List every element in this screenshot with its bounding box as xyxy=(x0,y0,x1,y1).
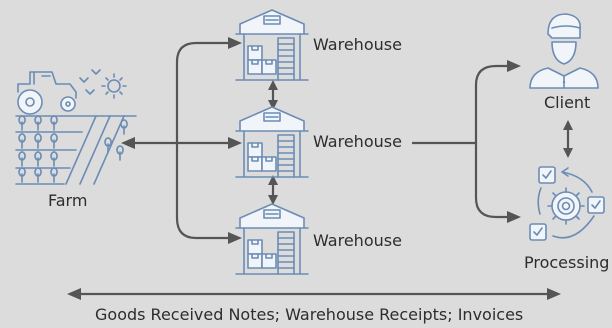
warehouse-bottom-label: Warehouse xyxy=(313,231,402,250)
warehouse-icon-top xyxy=(235,9,309,81)
arrowhead-bottom-warehouse xyxy=(228,232,242,244)
processing-label: Processing xyxy=(524,253,610,272)
arrowhead-down-3 xyxy=(563,148,573,158)
warehouse-icon-middle xyxy=(235,106,309,178)
arrowhead-bottom-right xyxy=(547,288,561,300)
arrowhead-up-1 xyxy=(268,80,278,90)
to-client-line xyxy=(474,64,510,143)
processing-icon xyxy=(529,166,605,241)
arrowhead-top-warehouse xyxy=(228,37,242,49)
warehouse-branch-line xyxy=(175,41,231,240)
warehouse-top-label: Warehouse xyxy=(313,35,402,54)
arrowhead-up-3 xyxy=(563,120,573,130)
arrowhead-processing xyxy=(507,211,521,223)
client-label: Client xyxy=(544,93,591,112)
footer-caption: Goods Received Notes; Warehouse Receipts… xyxy=(95,305,524,324)
client-icon xyxy=(529,13,599,89)
warehouse-middle-label: Warehouse xyxy=(313,132,402,151)
farm-label: Farm xyxy=(48,191,88,210)
arrowhead-down-2 xyxy=(268,195,278,205)
arrowhead-client xyxy=(507,60,521,72)
connector-arrows xyxy=(67,37,573,300)
to-processing-line xyxy=(474,143,510,219)
arrowhead-up-2 xyxy=(268,175,278,185)
arrowhead-right xyxy=(228,137,242,149)
warehouse-icon-bottom xyxy=(235,203,309,275)
arrowhead-left xyxy=(121,137,135,149)
arrowhead-down-1 xyxy=(268,100,278,110)
farm-icon xyxy=(15,69,137,185)
arrowhead-bottom-left xyxy=(67,288,81,300)
